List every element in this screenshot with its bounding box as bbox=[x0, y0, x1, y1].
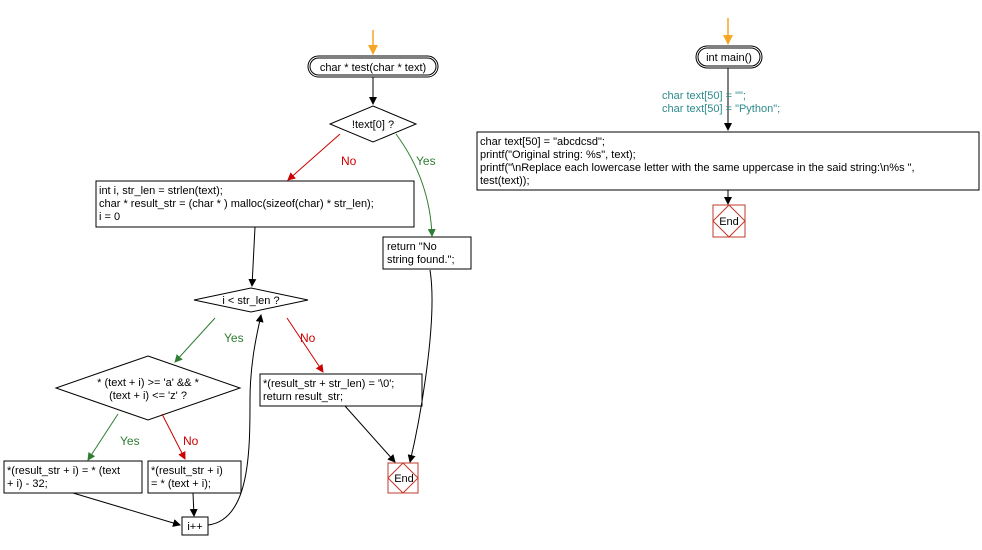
comment-line: char text[50] = ""; bbox=[662, 90, 746, 102]
case-no-line bbox=[161, 413, 186, 460]
loop-back-line bbox=[207, 314, 264, 526]
main-body-line: printf("\nReplace each lowercase letter … bbox=[480, 162, 915, 174]
yes-label-1: Yes bbox=[416, 154, 436, 168]
decision-lowercase: * (text + i) >= 'a' && * (text + i) <= '… bbox=[54, 355, 242, 421]
return-no-line: return "No bbox=[387, 241, 437, 253]
init-line: int i, str_len = strlen(text); bbox=[99, 185, 223, 197]
yes-branch-line bbox=[395, 133, 436, 237]
finish-line: return result_str; bbox=[263, 391, 343, 403]
copy-line: = * (text + i); bbox=[151, 478, 211, 490]
connector bbox=[72, 492, 181, 527]
finish-box: *(result_str + str_len) = '\0'; return r… bbox=[259, 373, 423, 407]
return-no-line: string found."; bbox=[387, 254, 455, 266]
main-start-label: int main() bbox=[706, 52, 752, 64]
main-body-line: char text[50] = "abcdcsd"; bbox=[480, 136, 605, 148]
loop-yes-line bbox=[174, 317, 216, 363]
decision-loop: i < str_len ? bbox=[193, 287, 309, 313]
test-start-terminal: char * test(char * text) bbox=[307, 55, 439, 78]
copy-assign-box: *(result_str + i) = * (text + i); bbox=[147, 460, 242, 494]
yes-label-3: Yes bbox=[120, 434, 140, 448]
connector bbox=[189, 492, 198, 517]
test-end-terminal: End bbox=[387, 462, 419, 494]
no-branch-line bbox=[287, 133, 341, 181]
loop-no-line bbox=[286, 317, 324, 373]
uppercase-line: + i) - 32; bbox=[7, 478, 48, 490]
connector bbox=[407, 269, 433, 463]
connector bbox=[344, 405, 396, 463]
init-line: i = 0 bbox=[99, 211, 120, 223]
case-yes-line bbox=[87, 413, 119, 461]
decision-lowercase-line: * (text + i) >= 'a' && * bbox=[97, 377, 199, 389]
uppercase-assign-box: *(result_str + i) = * (text + i) - 32; bbox=[3, 460, 143, 494]
yes-label-2: Yes bbox=[224, 331, 244, 345]
increment-label: i++ bbox=[187, 521, 202, 533]
copy-line: *(result_str + i) bbox=[151, 465, 223, 477]
main-end-label: End bbox=[719, 216, 739, 228]
decision-empty-text-label: !text[0] ? bbox=[352, 119, 394, 131]
increment-box: i++ bbox=[181, 516, 209, 536]
decision-loop-label: i < str_len ? bbox=[222, 295, 279, 307]
decision-lowercase-line: (text + i) <= 'z' ? bbox=[109, 390, 187, 402]
main-body-line: printf("Original string: %s", text); bbox=[480, 149, 636, 161]
test-start-label: char * test(char * text) bbox=[320, 62, 426, 74]
main-body-box: char text[50] = "abcdcsd"; printf("Origi… bbox=[476, 131, 980, 191]
finish-line: *(result_str + str_len) = '\0'; bbox=[263, 378, 394, 390]
uppercase-line: *(result_str + i) = * (text bbox=[7, 465, 120, 477]
test-end-label: End bbox=[394, 473, 414, 485]
init-line: char * result_str = (char * ) malloc(siz… bbox=[99, 198, 374, 210]
no-label-3: No bbox=[183, 434, 199, 448]
main-start-terminal: int main() bbox=[695, 45, 763, 69]
no-label-2: No bbox=[300, 331, 316, 345]
no-label-1: No bbox=[341, 154, 357, 168]
init-process-box: int i, str_len = strlen(text); char * re… bbox=[95, 180, 415, 228]
decision-empty-text: !text[0] ? bbox=[328, 105, 418, 143]
main-body-line: test(text)); bbox=[480, 175, 530, 187]
comment-line: char text[50] = "Python"; bbox=[662, 103, 780, 115]
connector bbox=[248, 226, 257, 287]
return-no-string-box: return "No string found."; bbox=[382, 236, 472, 270]
main-end-terminal: End bbox=[712, 204, 746, 238]
